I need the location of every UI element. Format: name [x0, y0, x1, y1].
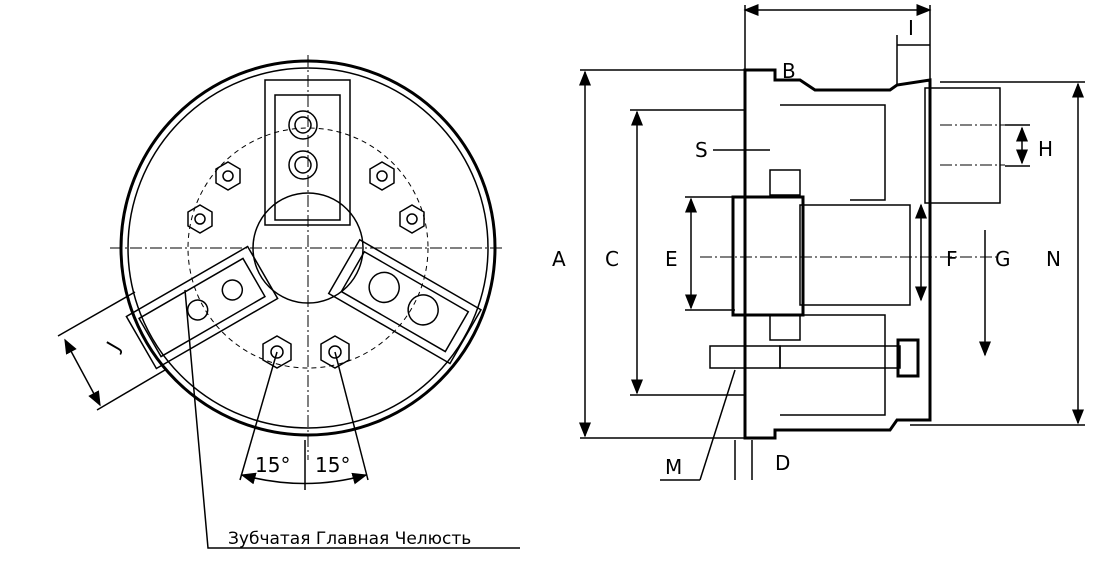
- dim-S: S: [695, 138, 708, 162]
- dim-D: D: [775, 451, 790, 475]
- top-jaw: [264, 79, 351, 226]
- dim-F: F: [946, 247, 958, 271]
- bore-sleeve: [731, 195, 805, 317]
- dim-E: E: [665, 247, 678, 271]
- angle-left-label: 15°: [255, 453, 290, 477]
- dim-G: G: [995, 247, 1011, 271]
- dim-H: H: [1038, 137, 1053, 161]
- dim-A: A: [552, 247, 566, 271]
- chuck-body-inner: [127, 67, 489, 429]
- angle-right-label: 15°: [315, 453, 350, 477]
- dim-N: N: [1046, 247, 1061, 271]
- dim-I: I: [908, 16, 914, 40]
- dim-B: B: [782, 59, 796, 83]
- jaw-caption: Зубчатая Главная Челюсть: [228, 529, 471, 549]
- dim-C: C: [605, 247, 619, 271]
- left-jaw: [125, 245, 279, 370]
- chuck-section: [743, 68, 932, 440]
- bolt-circle: [187, 127, 429, 369]
- right-jaw: [327, 238, 482, 365]
- top-jaw-section: [924, 87, 1001, 204]
- dim-M: M: [665, 455, 682, 479]
- mounting-bolts: [187, 161, 425, 369]
